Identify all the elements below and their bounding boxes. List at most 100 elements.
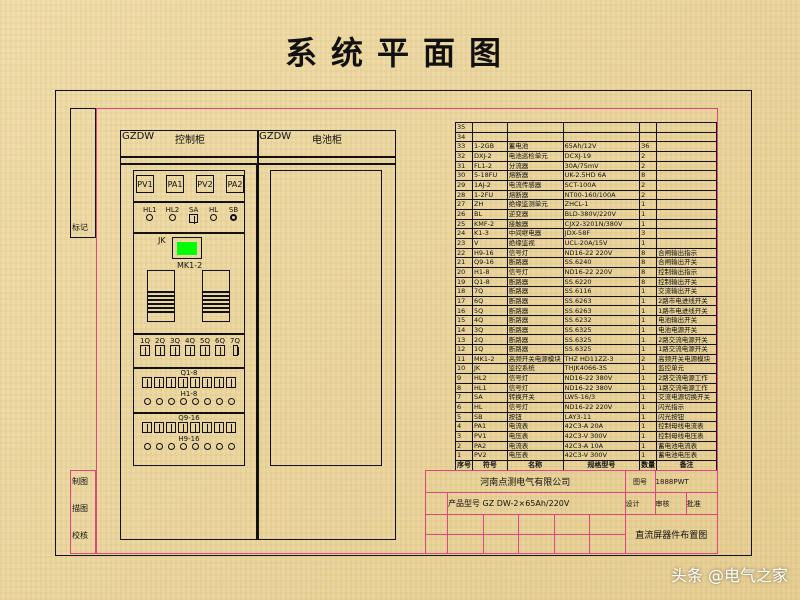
table-cell: 断路器 <box>506 286 564 297</box>
table-cell: 8 <box>639 170 658 181</box>
breaker-icon <box>214 422 224 433</box>
table-cell: 断路器 <box>506 334 564 346</box>
lamp-icon <box>210 214 218 221</box>
table-cell: 按钮 <box>506 411 564 423</box>
monitor-label: JK <box>158 236 166 245</box>
table-cell: 36 <box>639 141 658 152</box>
table-cell: 5-18FU <box>472 170 508 181</box>
table-cell: 26 <box>455 208 473 220</box>
table-cell: 电池电源开关 <box>656 324 717 336</box>
table-cell: 9 <box>455 373 473 384</box>
table-cell: PA1 <box>472 421 508 432</box>
table-cell: 42C3-A 20A <box>562 421 641 432</box>
table-cell: 8 <box>639 276 658 288</box>
output-group-2: Q9-16 H9-16 <box>133 414 245 452</box>
table-cell: 1 <box>639 237 658 249</box>
table-cell: BLD-380V/220V <box>562 208 641 220</box>
table-cell: DCXJ-19 <box>562 150 641 162</box>
breaker-icon <box>226 422 236 433</box>
table-cell: 4Q <box>472 315 508 326</box>
breaker-5q: 5Q <box>198 337 212 358</box>
breaker-7q: 7Q <box>228 337 242 358</box>
breaker-icon <box>190 377 200 388</box>
table-cell: 2 <box>639 179 658 191</box>
table-cell: 蓄电池电压表 <box>656 450 717 461</box>
table-cell: 24 <box>455 228 473 239</box>
table-cell <box>472 131 508 143</box>
table-cell: 1 <box>639 450 658 461</box>
breaker-icon <box>142 422 152 433</box>
breaker-3q: 3Q <box>168 337 182 358</box>
table-cell: 1 <box>639 324 658 336</box>
table-cell: DXJ-2 <box>472 150 508 162</box>
side-label: 描图 <box>72 504 88 513</box>
column-header: 数量 <box>639 459 658 471</box>
table-cell: PV2 <box>472 450 508 461</box>
table-cell: SCT-100A <box>562 179 641 191</box>
side-label-top: 标记 <box>72 223 88 232</box>
table-cell: 11 <box>455 353 473 365</box>
breaker-icon <box>202 422 212 433</box>
table-cell: 1 <box>639 199 658 210</box>
lamp-icon <box>146 214 154 221</box>
table-cell: ZHCL-1 <box>562 199 641 210</box>
table-cell <box>639 122 658 133</box>
table-cell: 控制母线电压表 <box>656 431 717 442</box>
push-button-icon <box>230 214 237 221</box>
table-cell: 18 <box>455 286 473 297</box>
table-cell: 7Q <box>472 286 508 297</box>
table-cell: 1路交流电源工作 <box>656 382 717 394</box>
table-cell: 15 <box>455 315 473 326</box>
table-cell: 8 <box>639 257 658 268</box>
table-cell: 1 <box>639 218 658 230</box>
table-cell: 监控系统 <box>506 363 564 375</box>
table-cell: 绝缘监视 <box>506 237 564 249</box>
breaker-6q: 6Q <box>213 337 227 358</box>
table-cell: 5 <box>455 411 473 423</box>
lamp-icon <box>179 398 187 405</box>
lamp-icon <box>191 398 199 405</box>
table-cell: 电压表 <box>506 450 564 461</box>
table-cell: 31 <box>455 160 473 172</box>
table-cell: 8 <box>639 266 658 278</box>
table-cell: LAY3-11 <box>562 411 641 423</box>
drawing-outer-frame <box>55 90 752 556</box>
table-cell: 2路交流电源开关 <box>656 334 717 346</box>
breaker-icon <box>202 377 212 388</box>
table-cell: 1路交流电源开关 <box>656 344 717 355</box>
table-cell: 20 <box>455 266 473 278</box>
meter-pv1: PV1 <box>136 175 154 193</box>
table-cell: 电池输出开关 <box>656 315 717 326</box>
table-cell: 断路器 <box>506 324 564 336</box>
meter-pv2: PV2 <box>196 175 214 193</box>
rotary-switch-icon <box>189 214 199 224</box>
table-cell: 17 <box>455 295 473 307</box>
table-cell <box>562 122 641 133</box>
table-cell: SB <box>472 411 508 423</box>
table-cell: 逆变器 <box>506 208 564 220</box>
table-cell: SS.6220 <box>562 276 641 288</box>
watermark: 头条 @电气之家 <box>670 566 788 585</box>
table-cell <box>506 131 564 143</box>
table-cell: 2 <box>639 353 658 365</box>
lamp-icon <box>167 398 175 405</box>
drawing-name: 直流屏器件布置图 <box>624 514 719 554</box>
table-cell: CJX2-3201N/380V <box>562 218 641 230</box>
monitor-unit <box>172 237 202 259</box>
cabinet-name: 电池柜 <box>312 135 342 146</box>
table-cell: SS.6325 <box>562 324 641 336</box>
table-cell: PV1 <box>472 431 508 442</box>
table-cell: 3 <box>639 228 658 239</box>
table-cell: 断路器 <box>506 315 564 326</box>
